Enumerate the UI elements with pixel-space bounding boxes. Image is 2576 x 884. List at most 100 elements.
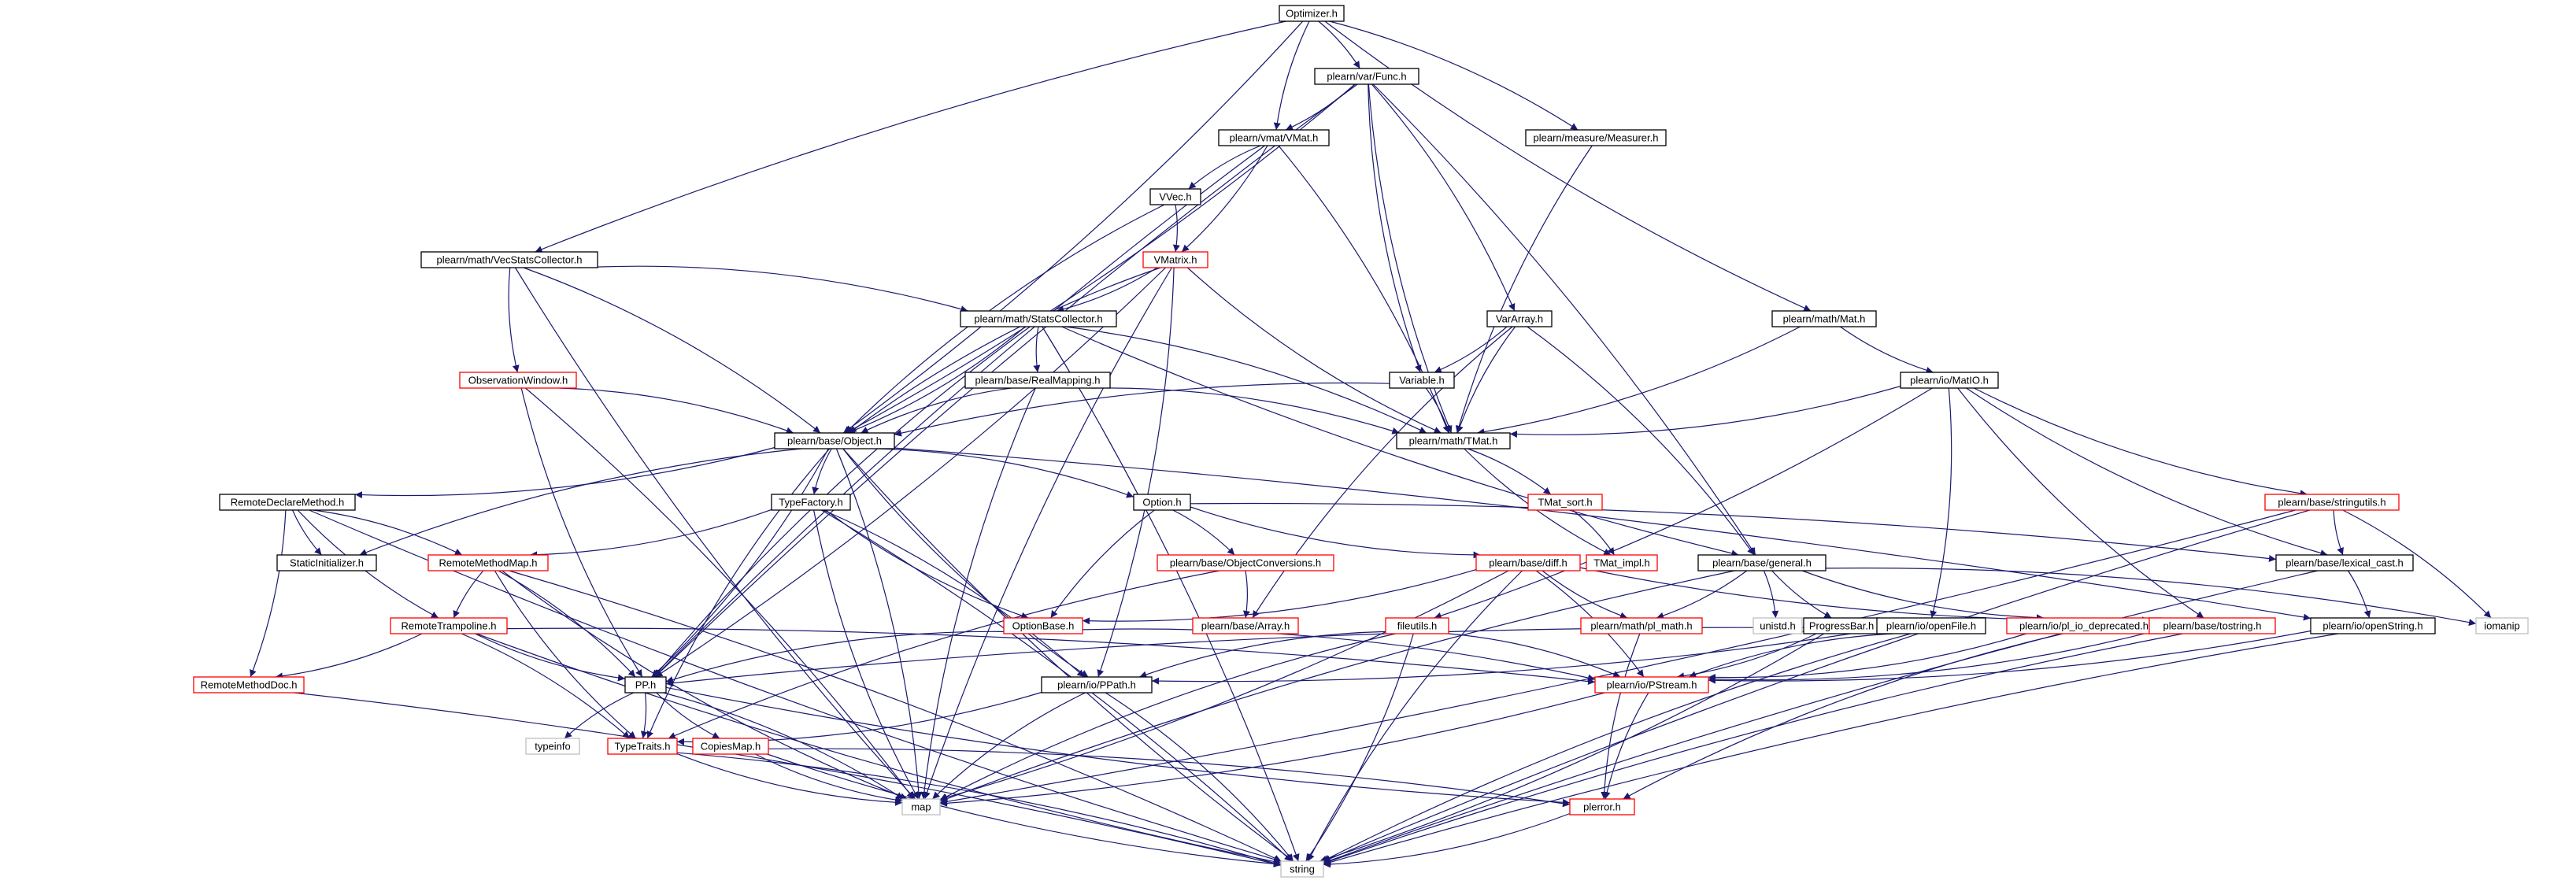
node-typefactory[interactable]: TypeFactory.h [771,494,851,511]
node-box-general[interactable] [1697,554,1827,571]
node-matio[interactable]: plearn/io/MatIO.h [1900,372,1999,389]
node-general[interactable]: plearn/base/general.h [1697,554,1827,571]
node-box-plerror[interactable] [1569,798,1635,816]
node-pp[interactable]: PP.h [624,676,667,694]
node-box-openfile[interactable] [1876,617,1986,634]
node-realmap[interactable]: plearn/base/RealMapping.h [964,372,1111,389]
node-box-realmap[interactable] [964,372,1111,389]
node-box-statscol[interactable] [960,310,1117,327]
node-object[interactable]: plearn/base/Object.h [774,432,895,449]
node-vmatrix[interactable]: VMatrix.h [1142,251,1208,268]
node-plerror[interactable]: plerror.h [1569,798,1635,816]
node-box-objconv[interactable] [1157,554,1334,571]
node-unistd[interactable]: unistd.h [1752,617,1803,634]
node-optionbase[interactable]: OptionBase.h [1003,617,1083,634]
node-vecstats[interactable]: plearn/math/VecStatsCollector.h [420,251,598,268]
node-box-lexical[interactable] [2275,554,2414,571]
node-box-matio[interactable] [1900,372,1999,389]
node-staticinit[interactable]: StaticInitializer.h [276,554,377,571]
node-box-option[interactable] [1133,494,1191,511]
node-array[interactable]: plearn/base/Array.h [1192,617,1299,634]
node-box-typeinfo[interactable] [525,738,580,755]
node-box-array[interactable] [1192,617,1299,634]
node-box-rmm[interactable] [427,554,549,571]
node-box-stringutils[interactable] [2264,494,2400,511]
node-pstream[interactable]: plearn/io/PStream.h [1594,676,1709,694]
node-box-openstring[interactable] [2310,617,2436,634]
node-rtramp[interactable]: RemoteTrampoline.h [390,617,508,634]
node-box-variable[interactable] [1389,372,1455,389]
node-objconv[interactable]: plearn/base/ObjectConversions.h [1157,554,1334,571]
node-stringutils[interactable]: plearn/base/stringutils.h [2264,494,2400,511]
node-typeinfo[interactable]: typeinfo [525,738,580,755]
node-box-obswin[interactable] [459,372,577,389]
node-measurer[interactable]: plearn/measure/Measurer.h [1525,129,1667,146]
node-option[interactable]: Option.h [1133,494,1191,511]
node-box-tostring[interactable] [2149,617,2276,634]
node-filutils[interactable]: fileutils.h [1385,617,1449,634]
node-lexical[interactable]: plearn/base/lexical_cast.h [2275,554,2414,571]
node-box-object[interactable] [774,432,895,449]
node-mat[interactable]: plearn/math/Mat.h [1771,310,1877,327]
node-box-vmatrix[interactable] [1142,251,1208,268]
node-box-rdm[interactable] [219,494,356,511]
node-vmat[interactable]: plearn/vmat/VMat.h [1218,129,1330,146]
node-openfile[interactable]: plearn/io/openFile.h [1876,617,1986,634]
node-box-rtramp[interactable] [390,617,508,634]
node-func[interactable]: plearn/var/Func.h [1314,68,1419,85]
node-box-pp[interactable] [624,676,667,694]
node-map[interactable]: map [901,798,941,816]
node-box-optionbase[interactable] [1003,617,1083,634]
node-box-copiesmap[interactable] [692,738,769,755]
node-ppath[interactable]: plearn/io/PPath.h [1041,676,1153,694]
node-box-mat[interactable] [1771,310,1877,327]
edge-diff-to-map [939,570,1509,801]
node-box-measurer[interactable] [1525,129,1667,146]
node-variable[interactable]: Variable.h [1389,372,1455,389]
node-box-pstream[interactable] [1594,676,1709,694]
node-box-string[interactable] [1280,860,1324,878]
node-box-ppath[interactable] [1041,676,1153,694]
node-box-rmdoc[interactable] [193,676,305,694]
edge-general-to-progress [1771,570,1832,619]
node-string[interactable]: string [1280,860,1324,878]
node-box-vecstats[interactable] [420,251,598,268]
node-copiesmap[interactable]: CopiesMap.h [692,738,769,755]
node-vvec[interactable]: VVec.h [1149,188,1201,205]
node-rmm[interactable]: RemoteMethodMap.h [427,554,549,571]
node-tostring[interactable]: plearn/base/tostring.h [2149,617,2276,634]
node-obswin[interactable]: ObservationWindow.h [459,372,577,389]
node-vararray[interactable]: VarArray.h [1486,310,1553,327]
node-box-typefactory[interactable] [771,494,851,511]
node-box-optimizer[interactable] [1279,5,1345,22]
node-iomanip[interactable]: iomanip [2475,617,2529,634]
node-tmatsort[interactable]: TMat_sort.h [1527,494,1603,511]
node-box-func[interactable] [1314,68,1419,85]
node-box-unistd[interactable] [1752,617,1803,634]
node-box-filutils[interactable] [1385,617,1449,634]
node-box-tmatsort[interactable] [1527,494,1603,511]
node-diff[interactable]: plearn/base/diff.h [1475,554,1581,571]
node-typetraits[interactable]: TypeTraits.h [607,738,678,755]
node-box-vmat[interactable] [1218,129,1330,146]
node-box-staticinit[interactable] [276,554,377,571]
node-box-plmath[interactable] [1580,617,1703,634]
node-pliodep[interactable]: plearn/io/pl_io_deprecated.h [2006,617,2162,634]
node-box-vvec[interactable] [1149,188,1201,205]
node-box-iomanip[interactable] [2475,617,2529,634]
node-optimizer[interactable]: Optimizer.h [1279,5,1345,22]
node-box-tmat[interactable] [1396,432,1511,449]
node-box-map[interactable] [901,798,941,816]
node-plmath[interactable]: plearn/math/pl_math.h [1580,617,1703,634]
node-statscol[interactable]: plearn/math/StatsCollector.h [960,310,1117,327]
node-box-tmatimpl[interactable] [1586,554,1658,571]
node-tmatimpl[interactable]: TMat_impl.h [1586,554,1658,571]
node-box-diff[interactable] [1475,554,1581,571]
node-rmdoc[interactable]: RemoteMethodDoc.h [193,676,305,694]
node-tmat[interactable]: plearn/math/TMat.h [1396,432,1511,449]
node-rdm[interactable]: RemoteDeclareMethod.h [219,494,356,511]
node-progress[interactable]: ProgressBar.h [1803,617,1880,634]
node-openstring[interactable]: plearn/io/openString.h [2310,617,2436,634]
node-box-vararray[interactable] [1486,310,1553,327]
node-box-typetraits[interactable] [607,738,678,755]
